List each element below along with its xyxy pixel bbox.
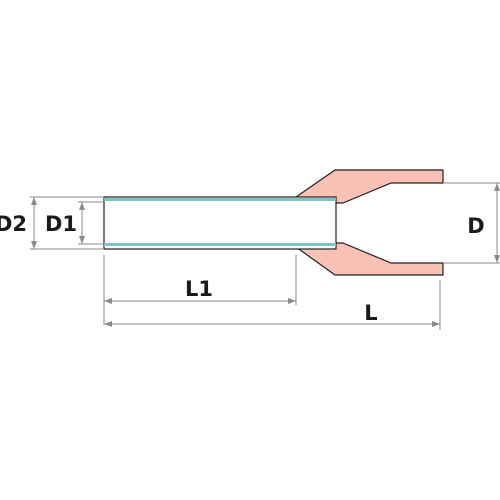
label-d: D: [467, 214, 484, 238]
dim-l1-arrow-right: [288, 298, 296, 304]
label-l1: L1: [185, 277, 213, 301]
label-d2: D2: [0, 212, 27, 236]
dim-d2-arrow-top: [31, 197, 37, 205]
tube-body: [103, 196, 337, 250]
dim-d1-arrow-top: [79, 202, 85, 210]
dim-l1-arrow-left: [104, 298, 112, 304]
dim-l-arrow-right: [432, 321, 440, 327]
dim-l-arrow-left: [104, 321, 112, 327]
dim-d2-arrow-bottom: [31, 241, 37, 249]
dim-d-arrow-bottom: [494, 255, 500, 263]
dim-d1-arrow-bottom: [79, 236, 85, 244]
tube-stripe-bottom: [104, 243, 336, 246]
dimension-lines: [31, 183, 500, 327]
tube-stripe-top: [104, 198, 336, 201]
extension-lines: [30, 182, 500, 330]
label-d1: D1: [45, 212, 77, 236]
dimension-labels: D2 D1 D L1 L: [0, 212, 485, 325]
metal-tube: [103, 196, 337, 250]
label-l: L: [364, 301, 377, 325]
dim-d-arrow-top: [494, 183, 500, 191]
